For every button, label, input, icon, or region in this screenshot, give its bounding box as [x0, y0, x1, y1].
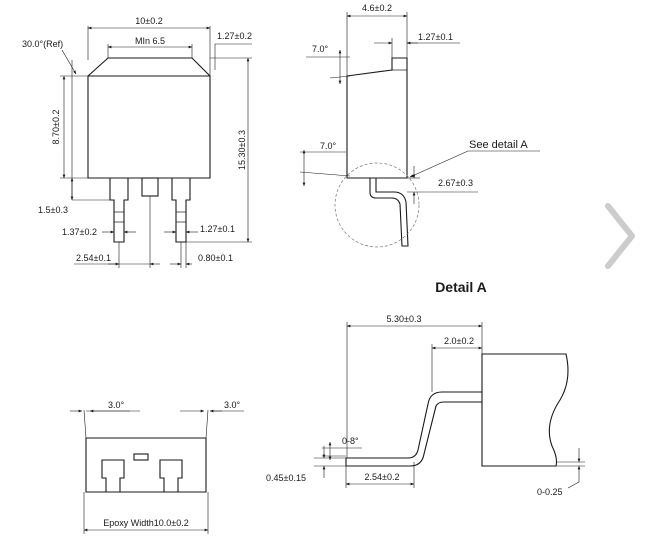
detail-body: [481, 353, 569, 467]
dim-lead-width-lower: 1.27±0.1: [200, 224, 235, 234]
lead-right: [171, 178, 191, 243]
dim-width-min: MIn 6.5: [135, 36, 165, 46]
end-lead-left: [101, 459, 125, 493]
center-tab: [141, 177, 159, 197]
dim-right-angle: 3.0°: [224, 400, 241, 410]
front-view: 10±0.2 MIn 6.5 1.27±0.2 30.0°(Ref) 8.70±…: [22, 16, 252, 268]
dim-foot-length: 2.54±0.2: [365, 472, 400, 482]
dim-chamfer-angle: 30.0°(Ref): [22, 39, 63, 49]
dim-overall-height: 15.30±0.3: [237, 130, 247, 170]
dim-overall-thickness: 4.6±0.2: [362, 3, 392, 13]
detail-title: Detail A: [435, 279, 487, 295]
next-page-button[interactable]: [598, 200, 638, 272]
end-lead-right: [159, 459, 183, 493]
side-lead: [369, 178, 409, 247]
dim-body-height: 8.70±0.2: [51, 110, 61, 145]
dim-flat-length: 2.0±0.2: [444, 336, 474, 346]
dim-standoff: 2.67±0.3: [438, 178, 473, 188]
detail-lead: [345, 391, 482, 467]
side-view: 4.6±0.2 1.27±0.1 7.0° 7.0° See detail A …: [299, 3, 540, 248]
dim-width-total: 10±0.2: [135, 16, 162, 26]
end-view: 3.0° 3.0° Epoxy Width10.0±0.2: [70, 400, 244, 534]
dim-top-angle: 7.0°: [312, 44, 329, 54]
lead-left: [109, 178, 129, 243]
dim-left-angle: 3.0°: [108, 400, 125, 410]
dim-tab-thickness: 1.27±0.1: [418, 32, 453, 42]
dim-detail-length: 5.30±0.3: [387, 314, 422, 324]
side-body: [346, 57, 408, 179]
dim-bottom-angle: 7.0°: [320, 141, 337, 151]
dim-lead-thickness: 0.80±0.1: [198, 253, 233, 263]
dim-lead-shoulder: 1.5±0.3: [38, 205, 68, 215]
dim-lead-pitch: 2.54±0.1: [76, 253, 111, 263]
chevron-right-icon: [605, 203, 635, 269]
dim-foot-thickness: 0.45±0.15: [266, 473, 306, 483]
dim-lead-width-upper: 1.37±0.2: [62, 227, 97, 237]
dim-tab-offset: 1.27±0.2: [217, 31, 252, 41]
dim-epoxy-width: Epoxy Width10.0±0.2: [103, 518, 189, 528]
dim-bend-angle: 0-8°: [342, 436, 359, 446]
dim-coplanarity: 0-0.25: [537, 487, 563, 497]
end-body: [85, 437, 207, 493]
detail-a-view: Detail A 5.30±0.3 2.0±0.2 0-8° 0.45±0.15…: [266, 279, 585, 497]
see-detail-label: See detail A: [469, 139, 528, 151]
detail-a-circle: [334, 162, 420, 248]
